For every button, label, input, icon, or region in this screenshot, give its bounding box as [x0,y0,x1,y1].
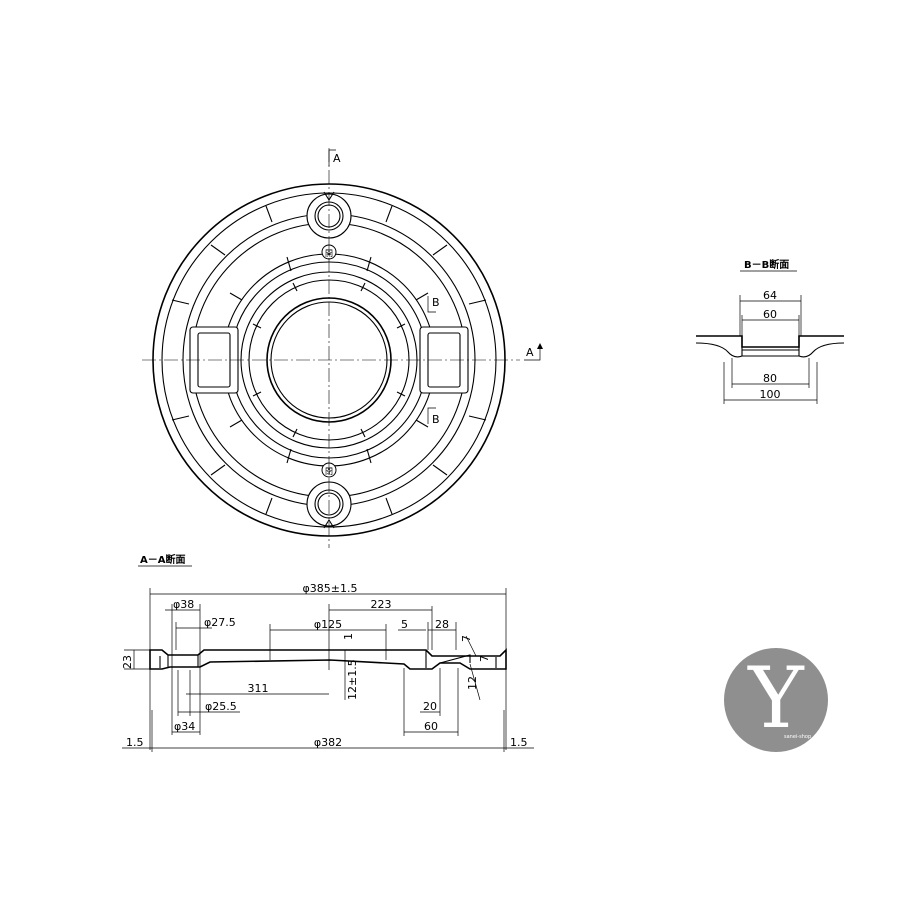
svg-text:B: B [432,296,440,309]
svg-text:φ38: φ38 [173,598,194,611]
section-bb: B－B断面 64 60 80 100 [695,258,845,404]
svg-text:80: 80 [763,372,777,385]
svg-text:60: 60 [424,720,438,733]
svg-text:φ34: φ34 [174,720,195,733]
brand-logo: Y sanei-shop [724,648,828,752]
svg-text:60: 60 [763,308,777,321]
svg-text:12: 12 [466,676,479,690]
svg-text:A: A [526,346,534,359]
section-aa: A－A断面 φ385±1.5 223 φ38 φ27.5 φ125 5 [121,553,534,752]
svg-text:20: 20 [423,700,437,713]
svg-text:5: 5 [401,618,408,631]
section-mark-a-top: A [328,149,341,166]
svg-text:7: 7 [478,655,491,662]
svg-text:B－B断面: B－B断面 [744,258,789,271]
svg-text:φ25.5: φ25.5 [205,700,237,713]
inner-ribs [252,282,406,438]
svg-text:A－A断面: A－A断面 [140,553,185,566]
section-mark-a-right: A [524,343,543,361]
svg-text:12±1.5: 12±1.5 [346,659,359,700]
svg-text:1.5: 1.5 [510,736,528,749]
svg-text:B: B [432,413,440,426]
svg-text:223: 223 [371,598,392,611]
section-mark-b-top: B [427,296,440,313]
brand-logo-small-text: sanei-shop [784,734,812,740]
svg-text:23: 23 [121,655,134,669]
svg-text:311: 311 [248,682,269,695]
svg-text:閉: 閉 [325,467,333,476]
middle-ribs [229,256,429,464]
plan-view: 開 閉 A A B [142,148,543,548]
svg-text:A: A [333,152,341,165]
svg-text:φ125: φ125 [314,618,342,631]
brand-logo-letter: Y [748,649,804,747]
svg-text:64: 64 [763,289,777,302]
svg-text:28: 28 [435,618,449,631]
outer-ribs [171,205,487,515]
svg-text:φ27.5: φ27.5 [204,616,236,629]
svg-text:100: 100 [760,388,781,401]
svg-text:φ385±1.5: φ385±1.5 [303,582,358,595]
svg-text:1: 1 [342,633,355,640]
svg-text:φ382: φ382 [314,736,342,749]
svg-text:1.5: 1.5 [126,736,144,749]
section-mark-b-bottom: B [427,407,440,426]
svg-text:7: 7 [460,635,473,642]
